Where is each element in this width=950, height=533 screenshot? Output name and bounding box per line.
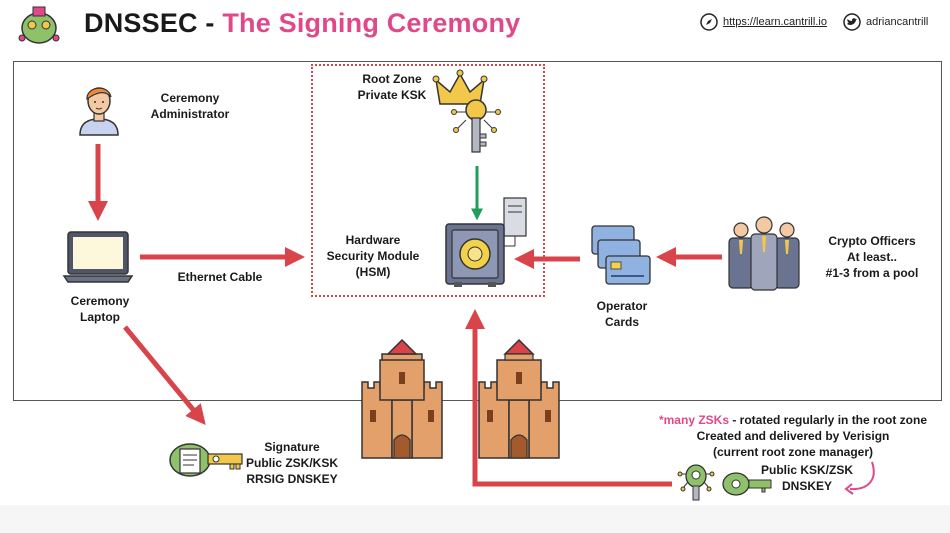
label-root-zone-ksk: Root Zone Private KSK: [357, 72, 427, 102]
zsk-line1-rest: - rotated regularly in the root zone: [729, 413, 928, 427]
label-signature: Signature Public ZSK/KSK RRSIG DNSKEY: [245, 440, 338, 486]
title-prefix: DNSSEC -: [84, 8, 215, 38]
castle-icon: [361, 338, 443, 459]
label-operator-cards: Operator Cards: [596, 299, 648, 329]
compass-icon: [700, 13, 718, 34]
zsk-note: *many ZSKs - rotated regularly in the ro…: [640, 412, 946, 460]
label-crypto-officers: Crypto Officers At least.. #1-3 from a p…: [825, 234, 919, 280]
castle-icon: [478, 338, 560, 459]
arrow-zsk-to-hsm: [465, 309, 672, 487]
label-ethernet-cable: Ethernet Cable: [177, 270, 263, 284]
label-public-ksk-zsk: Public KSK/ZSK DNSKEY: [760, 463, 853, 493]
crowned-key-icon: [432, 69, 501, 153]
page-title: DNSSEC - The Signing Ceremony: [84, 8, 520, 39]
zsk-note-line2: Created and delivered by Verisign: [696, 429, 890, 443]
label-hsm: Hardware Security Module (HSM): [326, 233, 420, 279]
curved-arrow-note: [844, 461, 875, 495]
title-highlight: The Signing Ceremony: [222, 8, 521, 38]
zsk-note-line3: (current root zone manager): [712, 445, 874, 459]
crypto-officers-icon: [728, 216, 800, 291]
label-ceremony-laptop: Ceremony Laptop: [70, 294, 130, 324]
logo-icon: [16, 4, 62, 53]
footer-band: [0, 505, 950, 533]
zsk-note-line1: *many ZSKs - rotated regularly in the ro…: [640, 412, 946, 428]
zsk-key-icon: [677, 464, 715, 501]
twitter-icon: [843, 13, 861, 34]
website-text[interactable]: https://learn.cantrill.io: [723, 16, 827, 28]
arrow-laptop-to-signature: [123, 325, 206, 425]
signature-key-icon: [169, 443, 243, 477]
zsk-highlight: *many ZSKs: [658, 413, 729, 427]
person-icon: [79, 87, 119, 136]
ksk-key-icon: [722, 472, 772, 496]
label-ceremony-administrator: Ceremony Administrator: [150, 91, 230, 121]
header: DNSSEC - The Signing Ceremony https://le…: [0, 0, 950, 52]
operator-cards-icon: [591, 225, 651, 285]
laptop-icon: [62, 231, 134, 283]
hsm-safe-icon: [445, 197, 527, 287]
twitter-text[interactable]: adriancantrill: [866, 16, 929, 28]
hsm-secure-area: [311, 64, 545, 297]
